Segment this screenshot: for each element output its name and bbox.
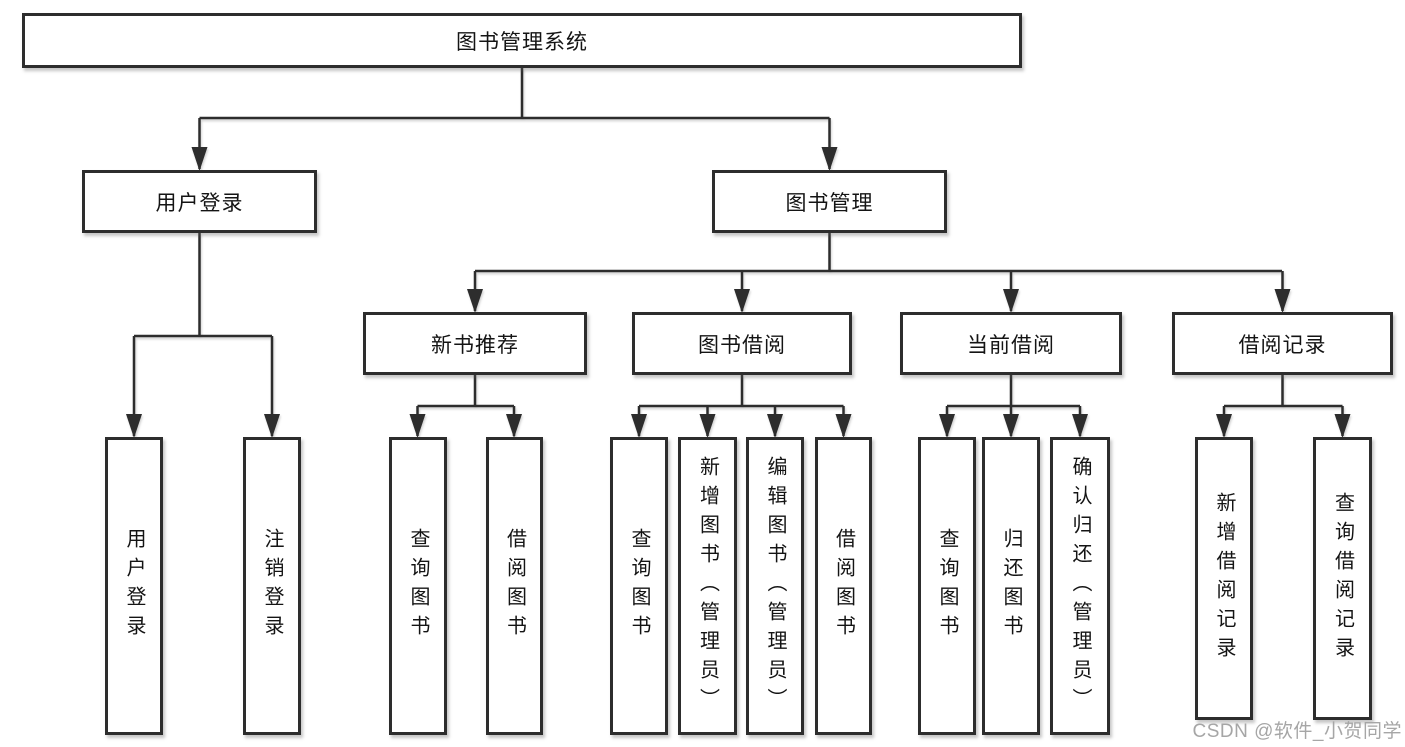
leaf-query-books-borrowing: 查询图书 bbox=[610, 437, 668, 735]
leaf-borrow-books: 借阅图书 bbox=[815, 437, 872, 735]
watermark: CSDN @软件_小贺同学 bbox=[1192, 721, 1402, 742]
node-label: 图书管理系统 bbox=[456, 30, 588, 54]
node-label: 借阅图书 bbox=[503, 528, 526, 644]
node-new-book-recommendation: 新书推荐 bbox=[363, 312, 587, 375]
node-label: 借阅图书 bbox=[832, 528, 855, 644]
node-label: 编辑图书（管理员） bbox=[764, 455, 786, 717]
node-label: 用户登录 bbox=[123, 528, 145, 644]
leaf-query-books-current: 查询图书 bbox=[918, 437, 976, 735]
node-label: 借阅记录 bbox=[1238, 333, 1327, 357]
node-library-management-system: 图书管理系统 bbox=[22, 13, 1022, 68]
node-book-management: 图书管理 bbox=[712, 170, 947, 233]
leaf-query-books-recommend: 查询图书 bbox=[389, 437, 447, 735]
node-label: 查询借阅记录 bbox=[1331, 491, 1354, 666]
leaf-logout: 注销登录 bbox=[243, 437, 301, 735]
node-label: 图书管理 bbox=[785, 191, 874, 215]
node-label: 当前借阅 bbox=[967, 333, 1055, 357]
node-label: 查询图书 bbox=[936, 528, 958, 644]
leaf-user-login: 用户登录 bbox=[105, 437, 163, 735]
leaf-add-borrowing-record: 新增借阅记录 bbox=[1195, 437, 1253, 720]
leaf-return-books: 归还图书 bbox=[982, 437, 1040, 735]
node-label: 新增借阅记录 bbox=[1213, 491, 1235, 666]
node-label: 用户登录 bbox=[155, 191, 244, 215]
node-user-login: 用户登录 bbox=[82, 170, 317, 233]
leaf-borrow-books-recommend: 借阅图书 bbox=[486, 437, 543, 735]
node-borrowing-records: 借阅记录 bbox=[1172, 312, 1393, 375]
node-label: 确认归还（管理员） bbox=[1069, 455, 1091, 717]
leaf-add-books-admin: 新增图书（管理员） bbox=[678, 437, 737, 735]
node-label: 查询图书 bbox=[407, 528, 429, 644]
node-label: 归还图书 bbox=[1000, 528, 1022, 644]
leaf-edit-books-admin: 编辑图书（管理员） bbox=[746, 437, 804, 735]
leaf-query-borrowing-record: 查询借阅记录 bbox=[1313, 437, 1372, 720]
node-label: 新增图书（管理员） bbox=[696, 455, 719, 717]
node-label: 图书借阅 bbox=[698, 333, 786, 357]
leaf-confirm-return-admin: 确认归还（管理员） bbox=[1050, 437, 1110, 735]
node-label: 新书推荐 bbox=[431, 333, 519, 357]
node-book-borrowing: 图书借阅 bbox=[632, 312, 852, 375]
node-label: 查询图书 bbox=[628, 528, 650, 644]
node-current-borrowing: 当前借阅 bbox=[900, 312, 1122, 375]
node-label: 注销登录 bbox=[261, 528, 283, 644]
